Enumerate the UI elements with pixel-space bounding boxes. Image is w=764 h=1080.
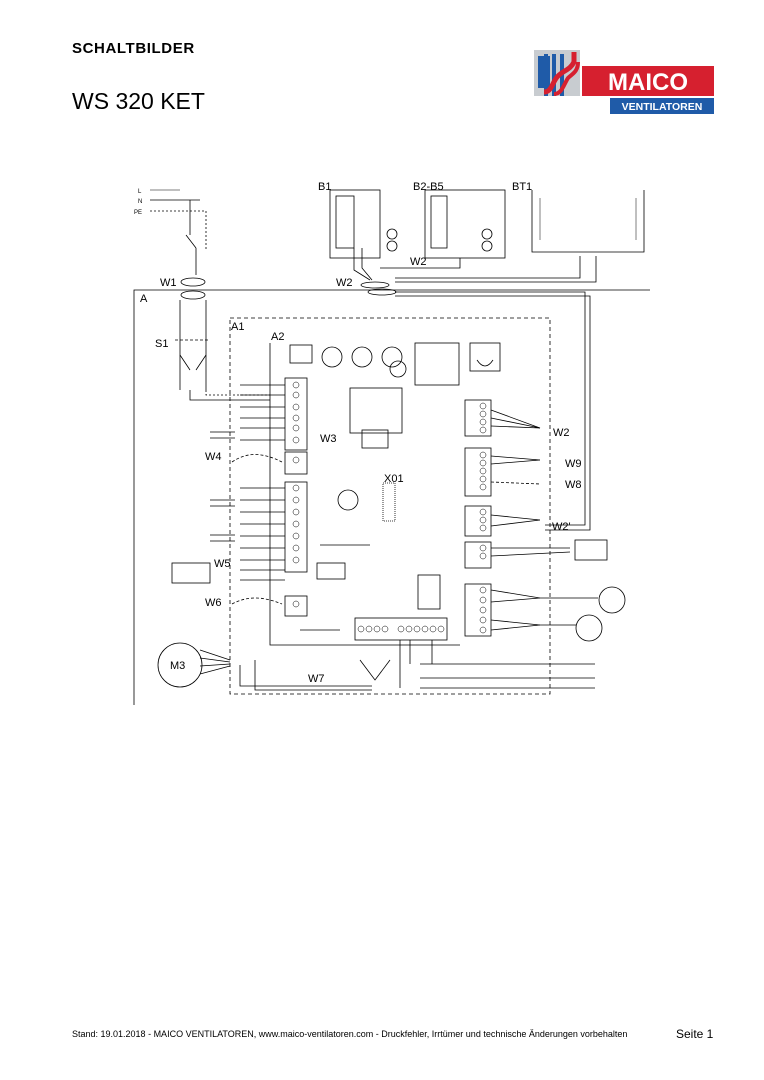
label-N: N [138,199,142,205]
label-W8: W8 [565,479,582,491]
label-W1: W1 [160,277,177,289]
footer-note: Stand: 19.01.2018 - MAICO VENTILATOREN, … [72,1029,628,1039]
label-M3: M3 [170,660,185,672]
label-B2B5: B2-B5 [413,181,444,193]
label-B1: B1 [318,181,331,193]
section-title: SCHALTBILDER [72,40,195,57]
label-X01: X01 [384,473,404,485]
label-BT1: BT1 [512,181,532,193]
label-W2-top: W2 [410,256,427,268]
page-number: Seite 1 [676,1027,714,1041]
label-W7: W7 [308,673,325,685]
label-W5: W5 [214,558,231,570]
logo-mark-icon [534,50,580,96]
label-W6: W6 [205,597,222,609]
label-W2-right: W2 [553,427,570,439]
label-W2-mid: W2 [336,277,353,289]
wiring-diagram: L N PE B1 B2-B5 BT1 W1 W2 W2 A A1 A2 S1 … [133,181,650,705]
label-W3: W3 [320,433,337,445]
logo-brand: MAICO [608,69,688,96]
label-A: A [140,293,148,305]
label-W4: W4 [205,451,222,463]
label-A1: A1 [231,321,244,333]
label-W9: W9 [565,458,582,470]
logo-subtitle: VENTILATOREN [622,101,703,113]
label-S1: S1 [155,338,168,350]
document-title: WS 320 KET [72,88,205,114]
label-A2: A2 [271,331,284,343]
label-PE: PE [134,210,142,216]
label-L: L [138,189,142,195]
label-W2-prime: W2' [552,521,571,533]
maico-logo: MAICO VENTILATOREN [534,50,714,114]
